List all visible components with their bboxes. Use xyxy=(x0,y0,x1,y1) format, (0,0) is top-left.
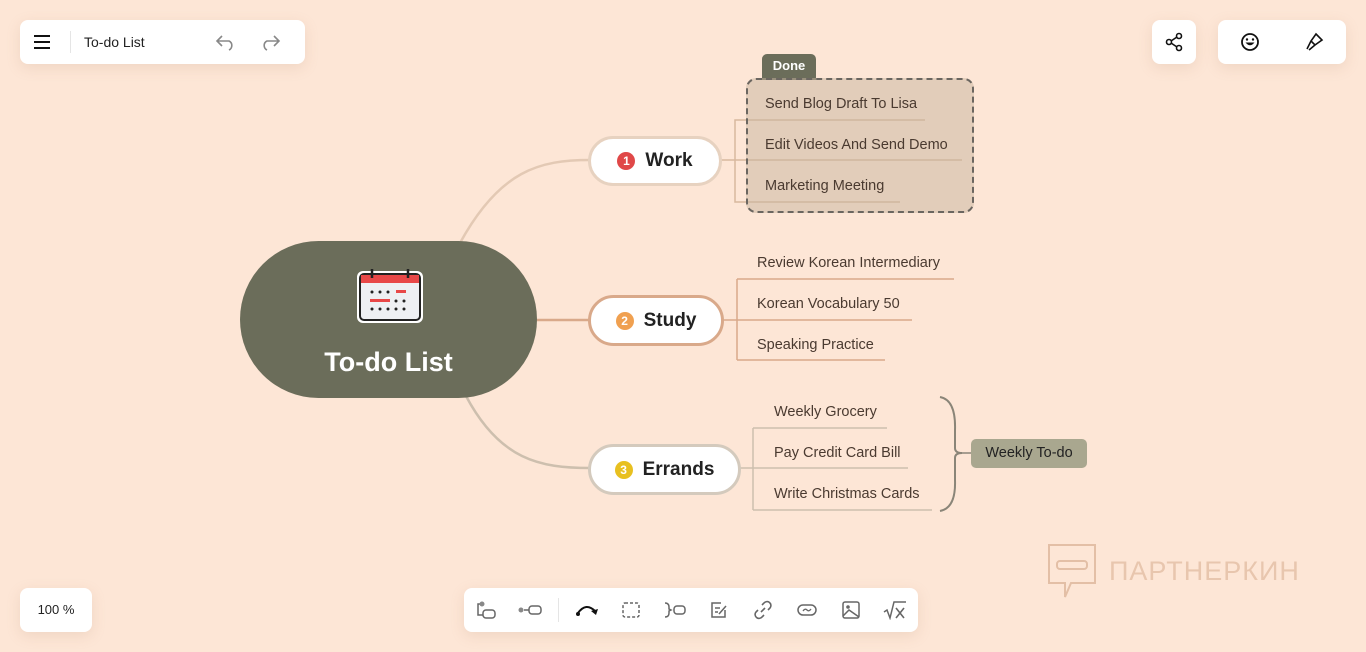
add-subtopic-button[interactable] xyxy=(464,588,508,632)
add-sibling-button[interactable] xyxy=(508,588,552,632)
topic-study[interactable]: 2 Study xyxy=(588,295,724,346)
top-left-toolbar: To-do List xyxy=(20,20,305,64)
subtopic[interactable]: Edit Videos And Send Demo xyxy=(765,137,948,153)
image-button[interactable] xyxy=(829,588,873,632)
summary-icon xyxy=(664,602,686,618)
hamburger-icon xyxy=(34,35,50,49)
boundary-button[interactable] xyxy=(609,588,653,632)
note-icon xyxy=(711,602,727,618)
relationship-arrow-icon xyxy=(576,606,598,616)
priority-1-icon: 1 xyxy=(617,152,636,170)
undo-button[interactable] xyxy=(204,20,248,64)
topic-errands[interactable]: 3 Errands xyxy=(588,444,741,495)
boundary-icon xyxy=(622,602,640,618)
watermark-text: ПАРТНЕРКИН xyxy=(1109,555,1300,586)
priority-3-icon: 3 xyxy=(614,460,633,479)
redo-icon xyxy=(263,35,281,51)
share-icon xyxy=(1165,32,1183,52)
divider xyxy=(558,598,559,622)
bottom-toolbar xyxy=(464,588,918,632)
equation-button[interactable] xyxy=(873,588,917,632)
emoji-button[interactable] xyxy=(1228,20,1272,64)
topic-work[interactable]: 1 Work xyxy=(588,136,722,186)
share-button[interactable] xyxy=(1152,20,1196,64)
subtopic[interactable]: Speaking Practice xyxy=(757,337,874,353)
topic-label: Work xyxy=(645,150,693,171)
label-icon xyxy=(797,604,817,616)
undo-icon xyxy=(215,35,233,51)
subtopic[interactable]: Korean Vocabulary 50 xyxy=(757,296,900,312)
summary-button[interactable] xyxy=(653,588,697,632)
divider xyxy=(70,31,71,53)
menu-button[interactable] xyxy=(20,20,64,64)
summary-weekly-todo[interactable]: Weekly To-do xyxy=(971,439,1087,468)
topic-label: Errands xyxy=(642,458,715,480)
note-button[interactable] xyxy=(697,588,741,632)
subtopic[interactable]: Send Blog Draft To Lisa xyxy=(765,96,918,112)
priority-2-icon: 2 xyxy=(615,311,634,330)
subtopic[interactable]: Write Christmas Cards xyxy=(774,486,920,502)
subtopic[interactable]: Weekly Grocery xyxy=(774,404,877,420)
watermark: ПАРТНЕРКИН xyxy=(1045,543,1300,599)
link-icon xyxy=(754,600,772,620)
brush-icon xyxy=(1306,32,1324,51)
central-topic-title: To-do List xyxy=(324,347,453,377)
central-topic[interactable]: To-do List xyxy=(240,241,537,398)
document-title[interactable]: To-do List xyxy=(84,34,145,50)
subtopic-icon xyxy=(477,601,496,619)
image-icon xyxy=(842,601,860,619)
redo-button[interactable] xyxy=(248,20,292,64)
subtopic[interactable]: Marketing Meeting xyxy=(765,178,885,194)
subtopic[interactable]: Pay Credit Card Bill xyxy=(774,445,901,461)
relationship-button[interactable] xyxy=(565,588,609,632)
topic-label: Study xyxy=(643,309,697,331)
subtopic[interactable]: Review Korean Intermediary xyxy=(757,255,940,271)
calendar-icon xyxy=(357,269,423,323)
link-button[interactable] xyxy=(741,588,785,632)
boundary-label[interactable]: Done xyxy=(762,54,816,80)
watermark-logo-icon xyxy=(1048,544,1096,598)
formula-icon xyxy=(883,601,906,620)
style-button[interactable] xyxy=(1292,20,1336,64)
sibling-topic-icon xyxy=(518,605,542,615)
zoom-level[interactable]: 100 % xyxy=(20,588,92,632)
top-right-toolbar xyxy=(1218,20,1346,64)
label-button[interactable] xyxy=(785,588,829,632)
boundary-done[interactable] xyxy=(746,78,974,213)
smiley-icon xyxy=(1241,33,1259,51)
